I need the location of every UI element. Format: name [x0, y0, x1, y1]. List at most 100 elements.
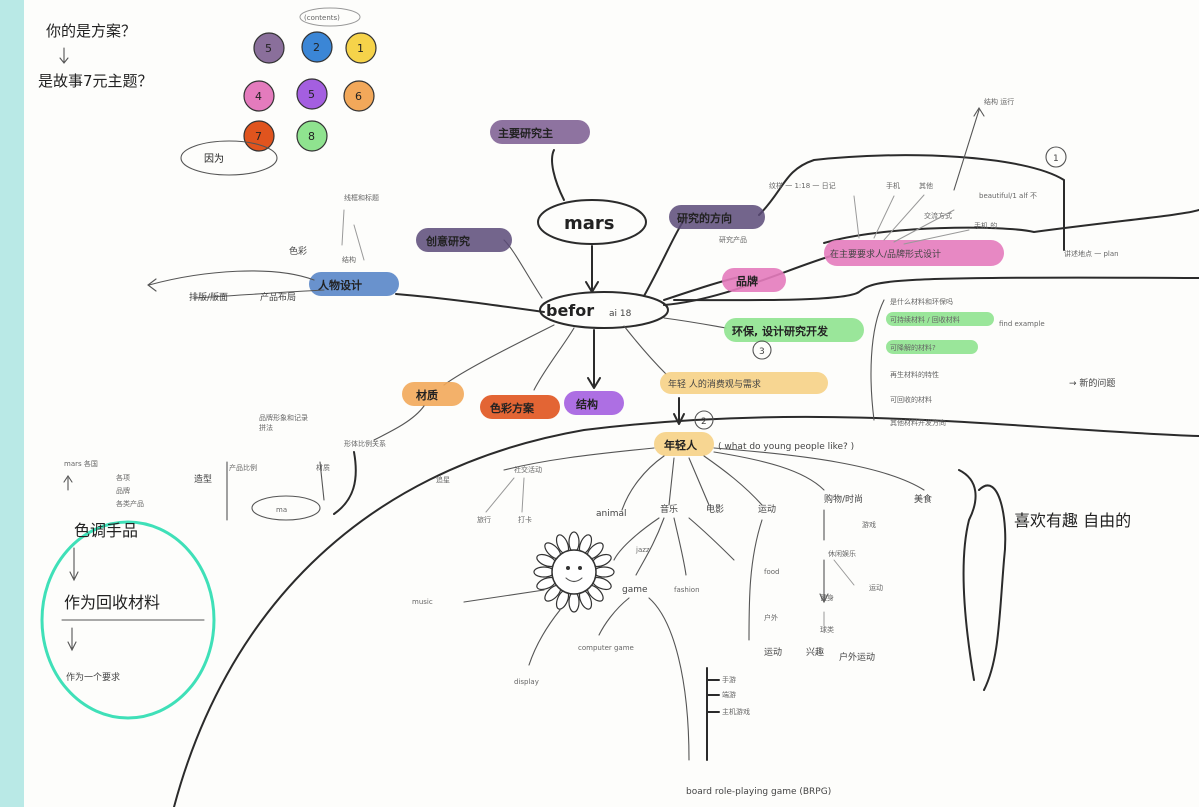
left-branch-line — [147, 270, 315, 292]
legend-circle — [253, 32, 285, 64]
node-pink-small: 品牌 — [722, 268, 786, 292]
young-g-label: 电影 — [706, 503, 724, 515]
young-w-label: 休闲娱乐 — [828, 549, 856, 558]
young-d-label: 打卡 — [518, 515, 532, 524]
fashion-line — [673, 517, 687, 576]
note-arrow — [59, 47, 69, 64]
line-purple — [587, 329, 601, 389]
orange-f-label: 材质 — [316, 463, 330, 472]
mars-notes-b: 各项 — [116, 473, 130, 482]
node-young-question: ( what do young people like? ) — [718, 442, 854, 452]
legend-circle-label: 5 — [265, 42, 272, 55]
young-h-label: 运动 — [758, 504, 776, 515]
young-j-label: 美食 — [914, 493, 932, 505]
right-b-label: 手机 — [886, 181, 900, 190]
left-top-label: 线框和标题 — [344, 193, 379, 202]
mars-to-before-arrow — [585, 245, 599, 293]
young-f-label: 音乐 — [660, 503, 678, 515]
node-red: 色彩方案 — [480, 395, 560, 419]
young-line-6 — [713, 451, 825, 491]
young-line-4 — [688, 457, 710, 506]
node-interview-bg — [309, 272, 399, 296]
mars-notes-a: mars 各国 — [64, 459, 98, 468]
circle-b: 作为回收材料 — [64, 593, 160, 612]
legend-circle — [243, 80, 275, 112]
flower-smile — [565, 577, 583, 583]
young-line-2 — [621, 455, 665, 511]
left-a-label: 色彩 — [289, 245, 307, 257]
orange-g-outline — [251, 495, 321, 521]
green-f-label: 可回收的材料 — [890, 395, 932, 404]
legend-circle — [345, 32, 377, 64]
node-purple-small: 结构 — [564, 391, 624, 415]
circled-number-3: 3 — [759, 347, 765, 357]
node-top-tag: 主要研究主 — [490, 120, 590, 144]
mars-node-outline — [537, 199, 647, 245]
young-s-label: board role-playing game (BRPG) — [686, 787, 831, 797]
legend-tag-outline — [299, 7, 361, 27]
node-top-tag-label: 主要研究主 — [498, 126, 553, 140]
young-a-label: 社交活动 — [514, 465, 542, 474]
conclusion-bracket-right — [978, 484, 1007, 691]
orange-curve — [333, 451, 357, 515]
flower-petal — [533, 566, 555, 578]
orange-c-label: 形体比例关系 — [344, 439, 386, 448]
line-ideas — [503, 239, 543, 299]
node-ideas: 创意研究 — [416, 228, 512, 252]
line-young — [673, 397, 685, 425]
young-y-label: 健身 — [820, 593, 834, 602]
right-fan-strokes — [853, 194, 970, 245]
node-pink-big-label: 在主要要求人/品牌形式设计 — [830, 248, 941, 260]
green-bracket — [870, 299, 885, 421]
node-young-bg — [654, 432, 714, 456]
conclusion-label: 喜欢有趣 自由的 — [1014, 511, 1131, 530]
green-e-label: 再生材料的特性 — [890, 370, 939, 379]
right-d-label: 交流方式 — [924, 211, 952, 220]
node-yellow-tag-label: 年轻 人的消费观与需求 — [668, 378, 761, 390]
node-red-label: 色彩方案 — [490, 401, 535, 415]
young-p-label: display — [514, 678, 539, 686]
orange-a-label: 品牌形象和记录 — [259, 413, 308, 422]
sport-line — [748, 519, 763, 641]
orange-b-label: 拼法 — [259, 423, 273, 432]
young-z-label: 户外 — [764, 613, 778, 622]
note-question-1: 你的是方案？ — [46, 22, 136, 40]
legend-tag: (contents) — [304, 14, 340, 22]
orange-line — [373, 405, 425, 441]
top-right-curve — [823, 209, 1199, 244]
circled-number-2-outline — [694, 410, 714, 430]
node-orange: 材质 — [402, 382, 464, 406]
mars-notes-d: 各类产品 — [116, 499, 144, 508]
circled-number-3-outline — [752, 340, 772, 360]
legend-circle-label: 2 — [313, 41, 320, 54]
young-social-strokes — [485, 477, 525, 513]
green-b-label: 可持续材料 / 回收材料 — [890, 315, 960, 324]
mars-notes-c: 品牌 — [116, 486, 130, 495]
food-line-a — [688, 517, 735, 561]
young-k-label: 游戏 — [862, 520, 876, 529]
top-right-loop — [758, 154, 1065, 251]
node-top-tag-bg — [490, 120, 590, 144]
node-green-main: 环保, 设计研究开发 — [724, 318, 864, 342]
green-d-bg — [886, 340, 978, 354]
display-line — [528, 609, 561, 666]
flower-center — [551, 549, 597, 595]
node-green-main-label: 环保, 设计研究开发 — [732, 324, 829, 338]
young-i-label: 购物/时尚 — [824, 493, 863, 505]
music-line — [463, 589, 545, 603]
young-q-label: game — [622, 585, 648, 595]
before-node: befor — [546, 301, 594, 320]
node-young: 年轻人 ( what do young people like? ) — [654, 432, 854, 456]
left-b-label: 排版/版面 — [189, 291, 228, 303]
legend-circle — [296, 78, 328, 110]
young-ad-label: 户外运动 — [839, 651, 875, 663]
node-pink-big: 在主要要求人/品牌形式设计 — [824, 240, 1004, 266]
shopping-line — [819, 509, 829, 604]
left-c-label: 产品布局 — [260, 291, 296, 303]
node-pink-big-bg — [824, 240, 1004, 266]
mars-notes-arrow — [63, 475, 73, 491]
young-line-5 — [703, 455, 763, 506]
